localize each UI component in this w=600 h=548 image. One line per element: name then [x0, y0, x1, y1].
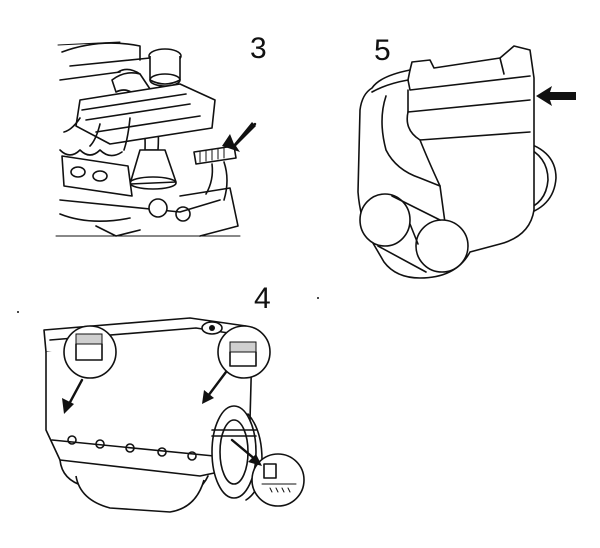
figure-4-engine-side [43, 317, 305, 513]
figure-3-engine-top [55, 41, 257, 237]
figure-4-label: 4 [254, 282, 271, 315]
figure-5-timing-cover [357, 45, 576, 279]
figure-3-label: 3 [250, 32, 267, 65]
figure-5-label: 5 [374, 34, 391, 67]
